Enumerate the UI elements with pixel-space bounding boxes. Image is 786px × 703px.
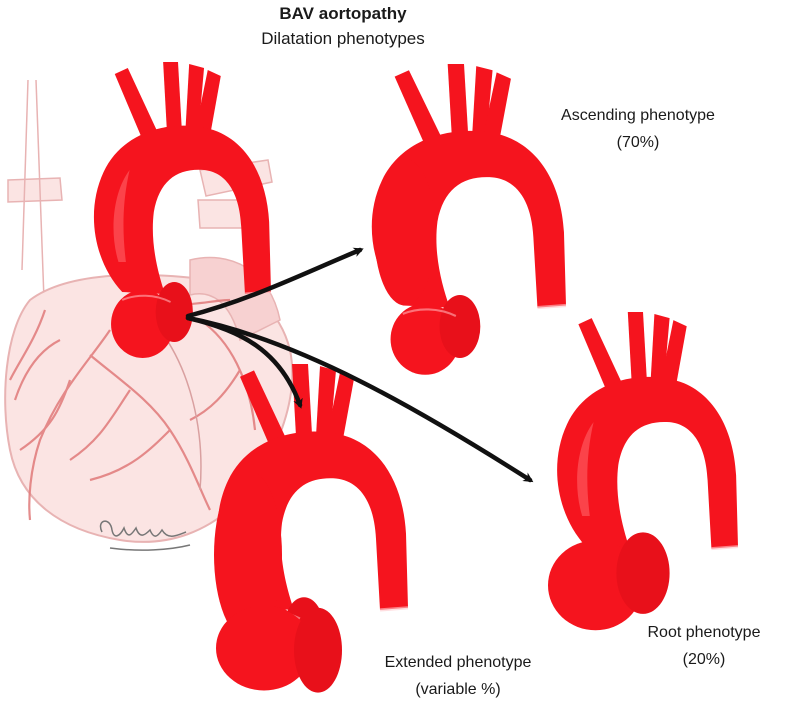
root-phenotype-label: Root phenotype [647, 624, 761, 641]
diagram-title: BAV aortopathy [279, 4, 407, 23]
diagram-subtitle: Dilatation phenotypes [261, 29, 425, 48]
extended-phenotype-label: Extended phenotype [384, 654, 532, 671]
arrow-to-ascending [185, 247, 364, 319]
ascending-phenotype-label: Ascending phenotype [561, 107, 715, 124]
artist-signature [99, 520, 191, 551]
arrow-to-root [185, 315, 534, 483]
extended-phenotype-percent: (variable %) [415, 681, 501, 698]
phenotype-arrows [185, 247, 534, 483]
aorta-ascending-phenotype [370, 62, 568, 377]
aorta-extended-phenotype [214, 362, 410, 693]
ascending-phenotype-percent: (70%) [616, 134, 660, 151]
root-phenotype-percent: (20%) [682, 651, 726, 668]
aorta-root-phenotype [548, 310, 740, 631]
